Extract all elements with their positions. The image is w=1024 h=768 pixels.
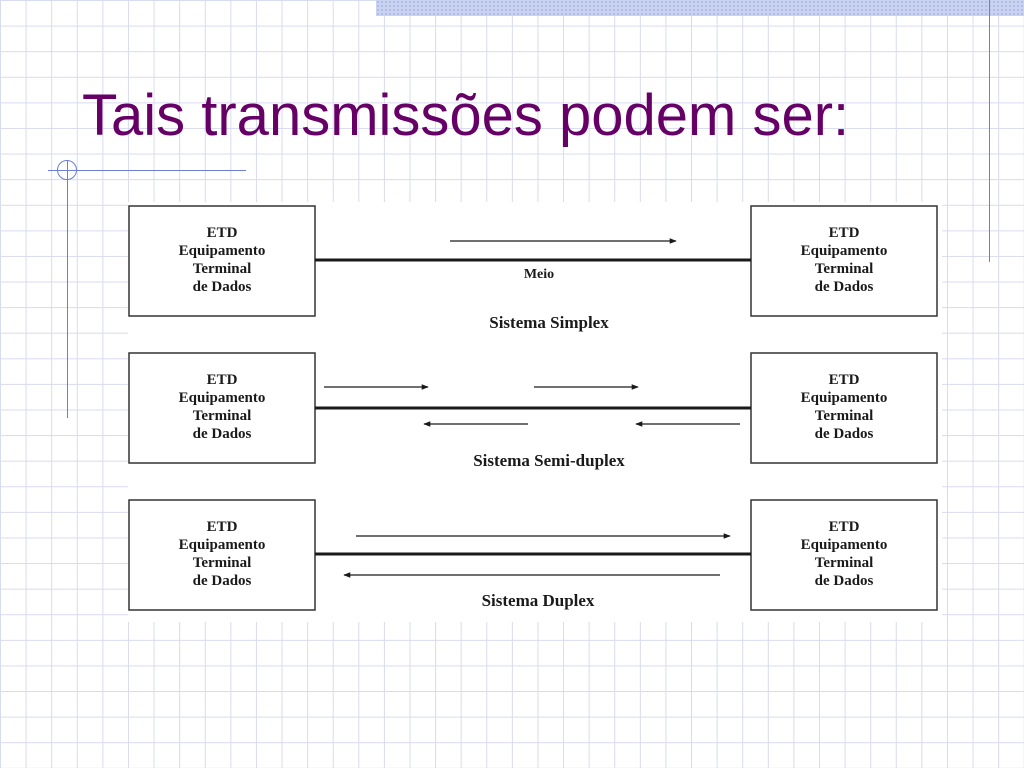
terminal-label-terminal: Terminal — [815, 261, 874, 277]
terminal-label-dados: de Dados — [815, 426, 874, 442]
terminal-label-dados: de Dados — [193, 426, 252, 442]
circle-ornament-icon — [57, 160, 77, 180]
terminal-label-equipamento: Equipamento — [179, 390, 266, 406]
semi-duplex-system: ETD Equipamento Terminal de Dados ETD Eq… — [128, 352, 938, 470]
system-label-semi-duplex: Sistema Semi-duplex — [473, 451, 625, 470]
terminal-label-dados: de Dados — [815, 279, 874, 295]
terminal-label-terminal: Terminal — [815, 555, 874, 571]
terminal-label-etd: ETD — [207, 372, 238, 388]
header-decoration-band — [376, 0, 1024, 16]
terminal-label-dados: de Dados — [193, 573, 252, 589]
terminal-box-left — [128, 205, 316, 317]
system-label-duplex: Sistema Duplex — [482, 591, 595, 610]
terminal-label-equipamento: Equipamento — [801, 390, 888, 406]
terminal-box-right — [750, 499, 938, 611]
diagram-canvas: ETD Equipamento Terminal de Dados ETD Eq… — [128, 205, 938, 611]
terminal-label-etd: ETD — [829, 372, 860, 388]
duplex-system: ETD Equipamento Terminal de Dados ETD Eq… — [128, 499, 938, 611]
terminal-box-left — [128, 499, 316, 611]
terminal-label-equipamento: Equipamento — [801, 537, 888, 553]
terminal-label-dados: de Dados — [193, 279, 252, 295]
transmission-modes-diagram: ETD Equipamento Terminal de Dados ETD Eq… — [128, 202, 942, 622]
terminal-label-terminal: Terminal — [193, 555, 252, 571]
terminal-label-etd: ETD — [829, 225, 860, 241]
terminal-box-left — [128, 352, 316, 464]
medium-label: Meio — [524, 267, 554, 282]
decorative-vertical-line-left — [67, 160, 68, 418]
terminal-label-etd: ETD — [829, 519, 860, 535]
terminal-label-equipamento: Equipamento — [179, 243, 266, 259]
page-title: Tais transmissões podem ser: — [82, 83, 850, 148]
decorative-vertical-line-right — [989, 0, 990, 262]
terminal-box-right — [750, 205, 938, 317]
decorative-horizontal-line — [48, 170, 246, 171]
terminal-label-equipamento: Equipamento — [179, 537, 266, 553]
terminal-label-etd: ETD — [207, 225, 238, 241]
terminal-label-terminal: Terminal — [815, 408, 874, 424]
simplex-system: ETD Equipamento Terminal de Dados ETD Eq… — [128, 205, 938, 332]
terminal-label-equipamento: Equipamento — [801, 243, 888, 259]
terminal-label-dados: de Dados — [815, 573, 874, 589]
terminal-label-etd: ETD — [207, 519, 238, 535]
system-label-simplex: Sistema Simplex — [489, 313, 609, 332]
terminal-label-terminal: Terminal — [193, 261, 252, 277]
terminal-label-terminal: Terminal — [193, 408, 252, 424]
